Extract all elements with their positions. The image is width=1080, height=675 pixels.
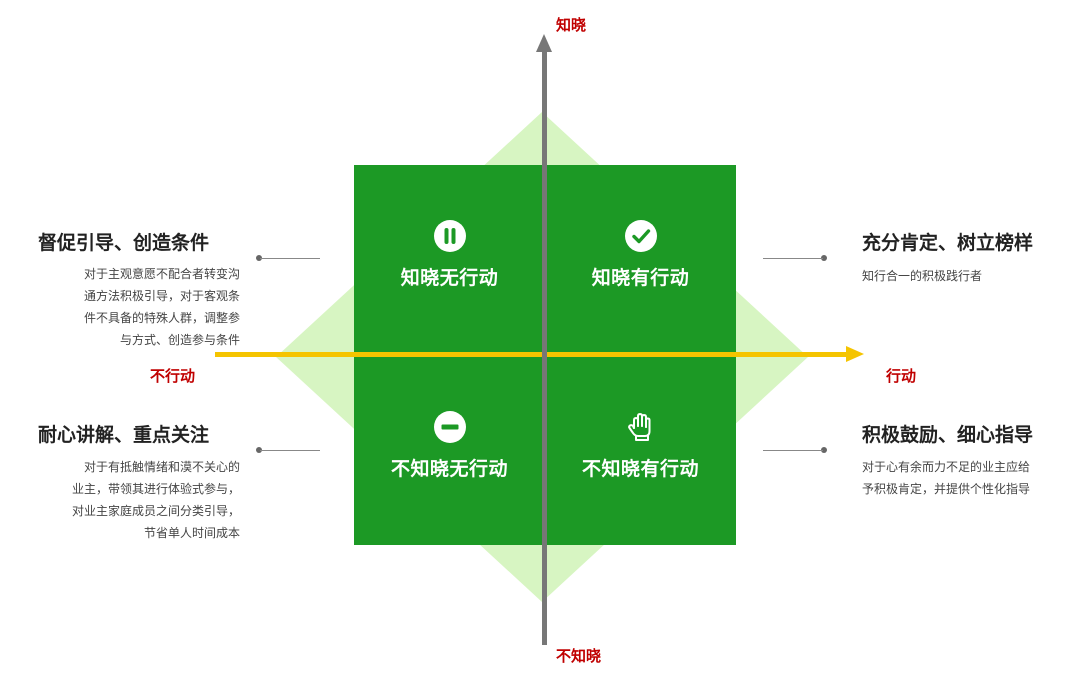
description-line: 予积极肯定，并提供个性化指导 [862, 482, 1031, 496]
connector-line [260, 450, 320, 451]
left-bottom-title: 耐心讲解、重点关注 [38, 424, 210, 446]
description-line: 业主，带领其进行体验式参与， [71, 482, 240, 496]
quadrant-bottom-right: 不知晓有行动 [545, 410, 736, 481]
axis-label-left: 不行动 [150, 367, 196, 385]
check-icon [624, 220, 657, 252]
quadrant-label: 知晓有行动 [591, 267, 690, 289]
description-line: 对于主观意愿不配合者转变沟 [83, 267, 240, 281]
axis-label-right: 行动 [886, 367, 917, 385]
description-line: 节省单人时间成本 [143, 526, 240, 540]
description-line: 对于有抵触情绪和漠不关心的 [83, 460, 240, 474]
description-line: 对业主家庭成员之间分类引导， [71, 504, 240, 518]
pause-icon [433, 220, 466, 252]
minus-icon [433, 411, 466, 443]
connector-dot [821, 447, 827, 453]
right-top-title: 充分肯定、树立榜样 [862, 232, 1034, 254]
description-line: 对于心有余而力不足的业主应给 [862, 460, 1031, 474]
connector-line [763, 450, 823, 451]
right-bottom-description: 对于心有余而力不足的业主应给 予积极肯定，并提供个性化指导 [862, 456, 1030, 500]
hand-icon [627, 413, 650, 441]
connector-line [260, 258, 320, 259]
quadrant-top-right: 知晓有行动 [545, 219, 736, 290]
description-line: 件不具备的特殊人群，调整参 [83, 311, 240, 325]
connector-dot [256, 255, 262, 261]
axis-label-bottom: 不知晓 [556, 647, 602, 665]
horizontal-axis-arrow-icon [846, 346, 864, 362]
right-top-description: 知行合一的积极践行者 [862, 265, 982, 287]
quadrant-label: 不知晓无行动 [390, 458, 508, 480]
left-bottom-description: 对于有抵触情绪和漠不关心的 业主，带领其进行体验式参与， 对业主家庭成员之间分类… [38, 456, 240, 544]
left-top-description: 对于主观意愿不配合者转变沟 通方法积极引导，对于客观条 件不具备的特殊人群，调整… [38, 263, 240, 351]
connector-dot [256, 447, 262, 453]
connector-dot [821, 255, 827, 261]
vertical-axis [542, 50, 547, 645]
description-line: 与方式、创造参与条件 [119, 333, 240, 347]
quadrant-label: 不知晓有行动 [581, 458, 699, 480]
vertical-axis-arrow-icon [536, 34, 552, 52]
description-line: 知行合一的积极践行者 [862, 269, 983, 283]
connector-line [763, 258, 823, 259]
description-line: 通方法积极引导，对于客观条 [83, 289, 240, 303]
quadrant-label: 知晓无行动 [400, 267, 499, 289]
axis-label-top: 知晓 [556, 16, 587, 34]
right-bottom-title: 积极鼓励、细心指导 [862, 424, 1034, 446]
quadrant-top-left: 知晓无行动 [354, 219, 545, 290]
quadrant-bottom-left: 不知晓无行动 [354, 410, 545, 481]
left-top-title: 督促引导、创造条件 [38, 232, 210, 254]
horizontal-axis [215, 352, 850, 357]
